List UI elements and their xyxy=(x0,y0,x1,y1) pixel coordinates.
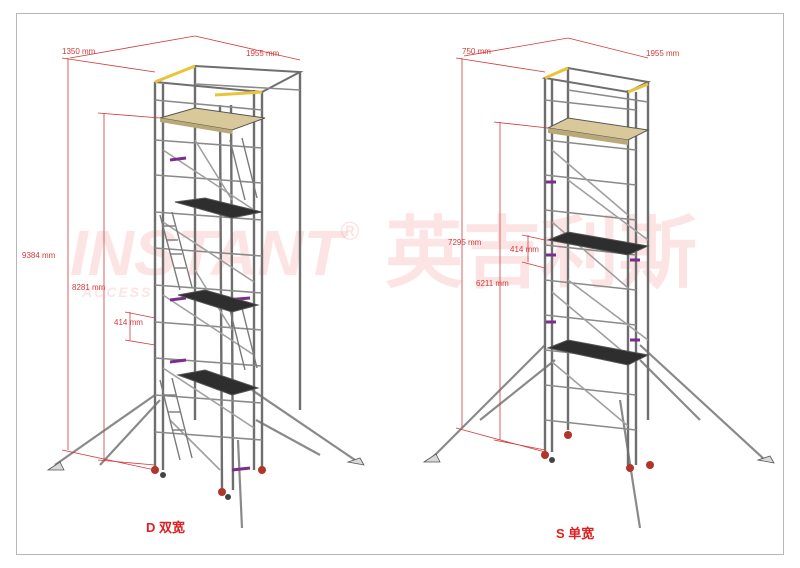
right-dim-platform-height: 6211 mm xyxy=(476,279,509,288)
left-caption: D 双宽 xyxy=(146,520,185,535)
left-dim-platform-height: 8281 mm xyxy=(72,283,106,292)
left-guardrail xyxy=(154,64,304,111)
right-casters xyxy=(541,431,654,472)
right-platforms xyxy=(546,117,650,366)
right-caption: S 单宽 xyxy=(556,526,594,541)
right-dim-depth: 750 mm xyxy=(462,47,491,56)
watermark-registered: ® xyxy=(340,216,360,246)
right-rungs xyxy=(544,139,637,431)
right-dimension-lines xyxy=(455,37,649,453)
drawing-border xyxy=(16,13,784,555)
left-outrigger-feet xyxy=(46,457,365,471)
left-dimension-lines xyxy=(61,35,301,471)
left-dim-rung: 414 mm xyxy=(114,318,143,327)
brand-watermark: INSTANT ® 英吉利斯 ACCESS xyxy=(70,209,697,300)
right-dim-rung: 414 mm xyxy=(510,245,539,254)
right-outriggers xyxy=(431,344,766,529)
left-outriggers xyxy=(54,389,356,529)
left-dim-depth: 1350 mm xyxy=(62,47,96,56)
watermark-sub: ACCESS xyxy=(81,284,152,300)
single-width-tower: 750 mm 1955 mm 7295 mm 6211 mm 414 mm S … xyxy=(422,37,775,541)
watermark-chinese: 英吉利斯 xyxy=(385,209,697,299)
left-casters xyxy=(151,466,266,500)
left-ladders xyxy=(159,137,258,461)
right-outrigger-feet xyxy=(422,453,775,464)
right-guardrail xyxy=(541,66,652,111)
right-braces xyxy=(551,149,649,427)
double-width-tower: 1350 mm 1955 mm 9384 mm 8281 mm 414 mm D… xyxy=(22,35,365,535)
right-dim-length: 1955 mm xyxy=(646,49,680,58)
right-dim-total-height: 7295 mm xyxy=(448,238,482,247)
right-brackets xyxy=(546,180,640,342)
left-platforms xyxy=(159,107,266,396)
left-dim-length: 1955 mm xyxy=(246,49,280,58)
left-dim-total-height: 9384 mm xyxy=(22,251,56,260)
